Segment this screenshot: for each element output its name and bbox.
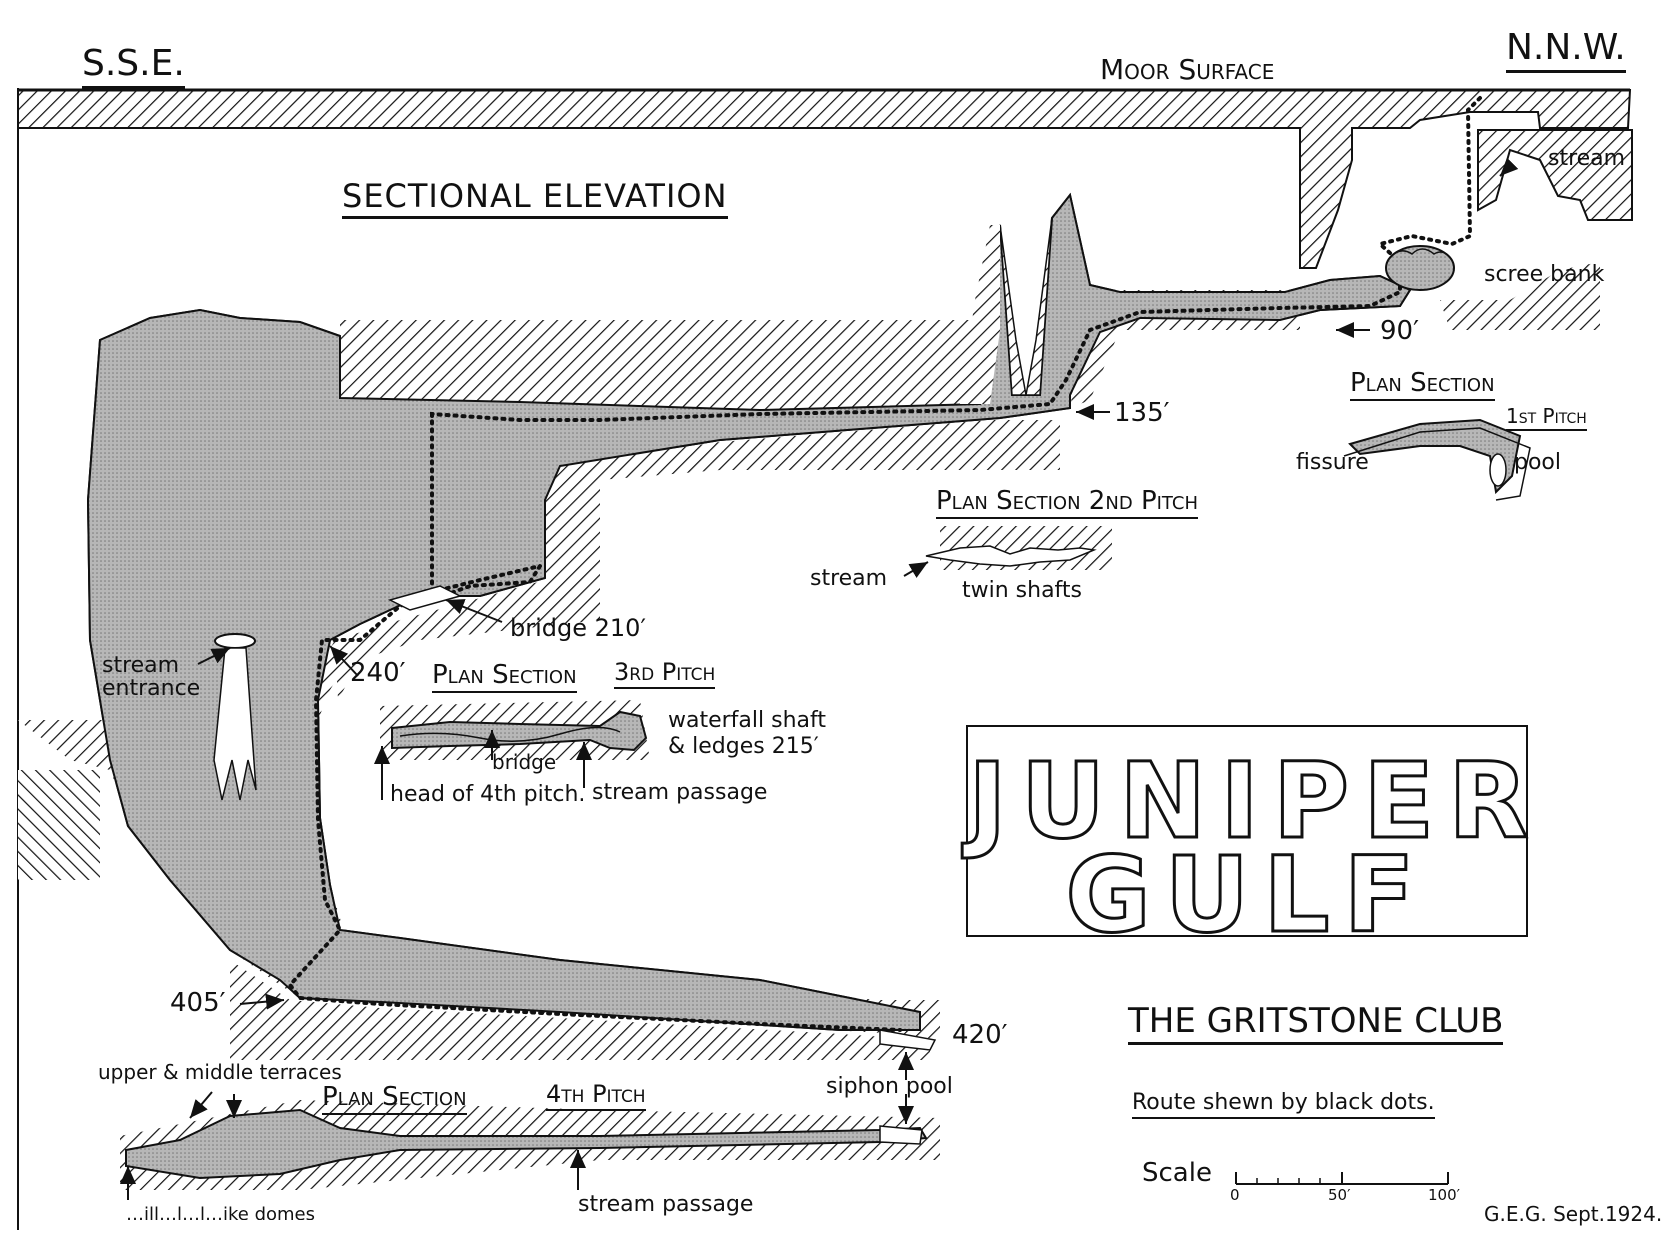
label-waterfall-2: & ledges 215′ [668, 734, 819, 760]
plan2-shaft [925, 545, 1097, 567]
label-stream-entrance-2: entrance [102, 676, 201, 702]
label-head-4th: head of 4th pitch. [390, 782, 586, 807]
plan3-shape [391, 710, 648, 752]
scree-bank-blob [1385, 245, 1455, 291]
plan4-shape [125, 1108, 928, 1180]
plan4-title-a: Plan Section [322, 1084, 467, 1115]
rock-step-240 [335, 580, 600, 700]
scree-texture [1389, 248, 1453, 261]
scale-tick-100: 100′ [1428, 1186, 1461, 1204]
club-name: THE GRITSTONE CLUB [1128, 1004, 1504, 1045]
siphon-tip [879, 1029, 937, 1051]
stream-entrance-hole [214, 633, 256, 649]
route-note: Route shewn by black dots. [1132, 1092, 1435, 1119]
rock-bottom [230, 960, 930, 1060]
rock-step-210 [545, 420, 1060, 600]
label-stream-passage-4: stream passage [578, 1192, 754, 1217]
label-stream-entrance-1: stream [102, 653, 180, 678]
rock-ledge-mid [340, 320, 1000, 412]
label-waterfall-1: waterfall shaft [668, 708, 826, 733]
depth-bridge-210: bridge 210′ [510, 614, 646, 642]
upper-right-rock [1477, 129, 1633, 221]
scale-bar [1235, 1172, 1449, 1185]
label-twin-shafts: twin shafts [962, 578, 1083, 603]
depth-405: 405′ [170, 988, 226, 1018]
label-stream-top: stream [1548, 146, 1626, 171]
label-siphon-pool: siphon pool [826, 1074, 953, 1099]
scale-label: Scale [1142, 1158, 1212, 1188]
label-pool: pool [1514, 450, 1561, 475]
arrow-bridge [445, 599, 503, 623]
depth-240: 240′ [350, 658, 406, 688]
rock-left-block [18, 770, 100, 880]
label-stream-entrance: stream entrance [102, 654, 200, 700]
label-plan3-bridge: bridge [492, 750, 557, 774]
depth-420: 420′ [952, 1020, 1008, 1050]
plan1-outline [1343, 427, 1531, 501]
plan3-stream [399, 726, 621, 742]
moor-surface-label: Moor Surface [1100, 53, 1275, 86]
label-upper-middle-terraces: upper & middle terraces [98, 1060, 342, 1084]
scale-tick-0: 0 [1230, 1186, 1240, 1204]
label-waterfall: waterfall shaft & ledges 215′ [668, 708, 826, 761]
arrow-stream-top [1499, 157, 1519, 177]
scale-tick-50: 50′ [1328, 1186, 1351, 1204]
arrow-405 [239, 993, 285, 1010]
label-bottom-cut: …ill…l…l…ike domes [126, 1206, 316, 1220]
arrow-terraces-1 [189, 1091, 213, 1119]
plan1-pool [1489, 453, 1507, 487]
plan3-title-b: 3rd Pitch [614, 660, 716, 689]
arrow-stream-p2 [903, 561, 929, 578]
plan2-title: Plan Section 2nd Pitch [936, 488, 1198, 519]
plan1-title-b: 1st Pitch [1506, 406, 1587, 431]
depth-135: 135′ [1114, 398, 1170, 428]
scree-rock [1440, 262, 1600, 330]
plan1-shape [1348, 418, 1522, 495]
plan3-title-a: Plan Section [432, 662, 577, 693]
pillar-left [960, 225, 1000, 404]
plan1-title-a: Plan Section [1350, 370, 1495, 401]
cave-name-box: JUNIPER GULF [966, 725, 1543, 949]
waterfall-stream [213, 647, 257, 801]
twin-shaft-pillar [999, 217, 1053, 396]
depth-90: 90′ [1380, 316, 1419, 346]
signature: G.E.G. Sept.1924. [1484, 1202, 1663, 1226]
bridge-210 [387, 585, 463, 611]
plan4-siphon [879, 1125, 923, 1145]
cave-name-line-1: JUNIPER [967, 740, 1543, 862]
label-stream-p2: stream [810, 566, 888, 591]
sectional-elevation-title: SECTIONAL ELEVATION [342, 180, 728, 219]
cave-name-line-2: GULF [1064, 834, 1429, 956]
label-scree-bank: scree bank [1484, 262, 1605, 287]
label-fissure: fissure [1296, 450, 1369, 475]
arrow-stream-entrance [197, 647, 231, 665]
route-dots [287, 96, 1482, 1032]
arrow-240 [329, 645, 359, 677]
plan4-title-b: 4th Pitch [546, 1082, 646, 1111]
direction-sse: S.S.E. [82, 46, 185, 89]
direction-nnw: N.N.W. [1506, 30, 1626, 73]
label-stream-passage-3: stream passage [592, 780, 768, 805]
